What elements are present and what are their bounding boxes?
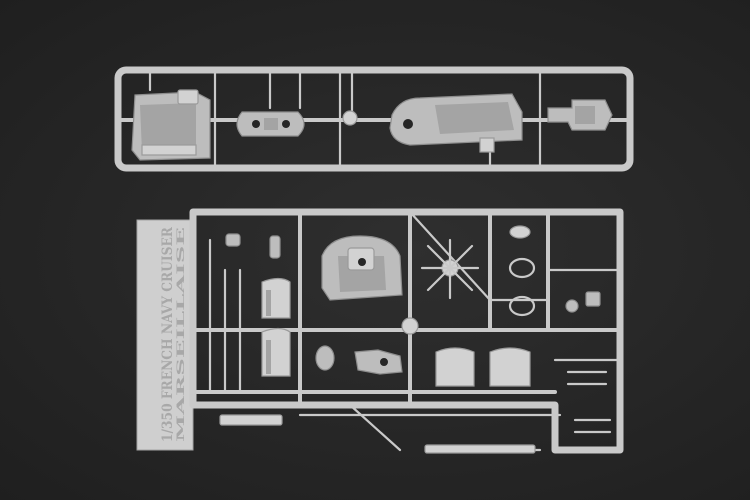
part-small-post [269, 235, 281, 259]
part-gun-mount [315, 317, 419, 375]
part-knob [342, 110, 358, 126]
part-ring-1 [509, 225, 531, 239]
part-small-mount [225, 233, 241, 247]
part-bar [219, 414, 283, 426]
part-deck-section [389, 93, 523, 153]
part-ring-3 [508, 295, 536, 317]
part-ladder-strip [424, 444, 536, 454]
bottom-sprue: 1/350 FRENCH NAVY CRUISER MARSEILLAISE [136, 208, 624, 454]
part-spoked-frame [420, 238, 480, 300]
part-shield-plates [261, 277, 291, 377]
part-tiny-block [585, 291, 601, 307]
part-tiny-disc [565, 299, 579, 313]
sprue-scale-text: 1/350 FRENCH NAVY CRUISER [160, 226, 176, 442]
part-hull-box [131, 89, 211, 161]
sprue-label-plate: 1/350 FRENCH NAVY CRUISER MARSEILLAISE [136, 219, 194, 451]
top-sprue [114, 66, 634, 172]
part-oval-mount [236, 111, 305, 137]
part-bracket [547, 99, 613, 131]
part-ring-2 [508, 257, 536, 279]
part-gunshields [435, 347, 531, 387]
part-turret-deck [321, 235, 403, 301]
sprue-name-text: MARSEILLAISE [176, 226, 187, 442]
